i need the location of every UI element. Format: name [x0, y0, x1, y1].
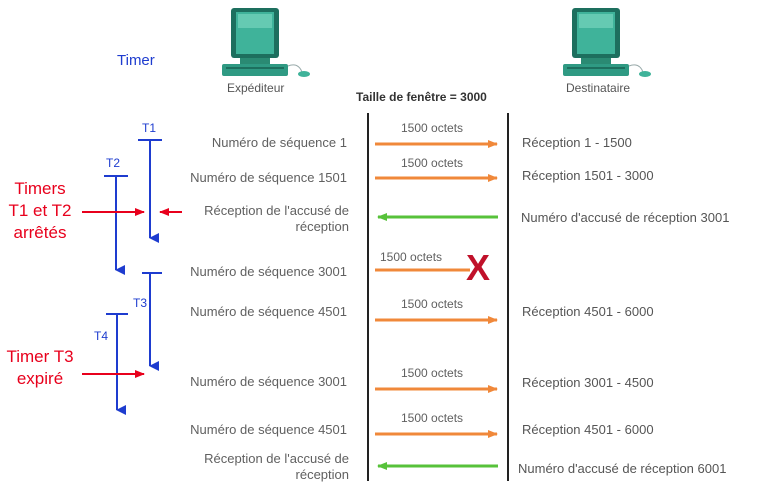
- timer-t1: [138, 139, 162, 243]
- annotation-expired-line-2: expiré: [16, 369, 64, 388]
- segment-label-2: 1500 octets: [401, 156, 464, 170]
- receiver-row-5: Réception 4501 - 6000: [522, 304, 654, 319]
- sender-row-8-line-2: réception: [295, 467, 349, 482]
- sender-row-8: Réception de l'accusé de réception: [204, 451, 349, 483]
- timer-t2: [104, 175, 128, 275]
- receiver-row-7: Réception 4501 - 6000: [522, 422, 654, 437]
- receiver-computer-icon: [563, 8, 651, 77]
- annotation-expired-line-1: Timer T3: [6, 347, 74, 366]
- annotation-stopped-line-1: Timers: [14, 179, 66, 198]
- timer-label: Timer: [117, 52, 155, 69]
- sender-row-3: Réception de l'accusé de réception: [204, 203, 349, 235]
- timer-t3-label: T3: [133, 296, 148, 310]
- annotation-stopped-line-2: T1 et T2: [8, 201, 72, 220]
- sender-row-3-line-1: Réception de l'accusé de: [204, 203, 349, 218]
- receiver-row-3: Numéro d'accusé de réception 3001: [521, 210, 730, 225]
- timer-t4: [106, 313, 128, 415]
- sender-row-4: Numéro de séquence 3001: [190, 264, 347, 279]
- timers-stopped-annotation: Timers T1 et T2 arrêtés: [0, 178, 80, 244]
- sender-row-1: Numéro de séquence 1: [211, 135, 347, 150]
- window-size-label: Taille de fenêtre = 3000: [356, 90, 487, 104]
- segment-label-6: 1500 octets: [401, 366, 464, 380]
- receiver-row-2: Réception 1501 - 3000: [522, 168, 654, 183]
- timer-t4-label: T4: [94, 329, 109, 343]
- sender-label: Expéditeur: [227, 81, 285, 95]
- segment-label-1: 1500 octets: [401, 121, 464, 135]
- timer-t2-label: T2: [106, 156, 121, 170]
- sender-row-6: Numéro de séquence 3001: [190, 374, 347, 389]
- lost-packet-x-icon: X: [466, 247, 491, 288]
- timer-expired-annotation: Timer T3 expiré: [0, 346, 80, 390]
- receiver-label: Destinataire: [566, 81, 631, 95]
- segment-label-7: 1500 octets: [401, 411, 464, 425]
- annotation-stopped-line-3: arrêtés: [13, 223, 67, 242]
- receiver-row-8: Numéro d'accusé de réception 6001: [518, 461, 727, 476]
- receiver-row-1: Réception 1 - 1500: [522, 135, 632, 150]
- segment-label-4: 1500 octets: [380, 250, 443, 264]
- sender-row-2: Numéro de séquence 1501: [190, 170, 347, 185]
- sender-row-3-line-2: réception: [295, 219, 349, 234]
- sender-row-7: Numéro de séquence 4501: [190, 422, 347, 437]
- sender-computer-icon: [222, 8, 310, 77]
- sender-row-8-line-1: Réception de l'accusé de: [204, 451, 349, 466]
- timer-t1-label: T1: [142, 121, 157, 135]
- receiver-row-6: Réception 3001 - 4500: [522, 375, 654, 390]
- segment-label-5: 1500 octets: [401, 297, 464, 311]
- sender-row-5: Numéro de séquence 4501: [190, 304, 347, 319]
- timer-t3: [142, 272, 162, 371]
